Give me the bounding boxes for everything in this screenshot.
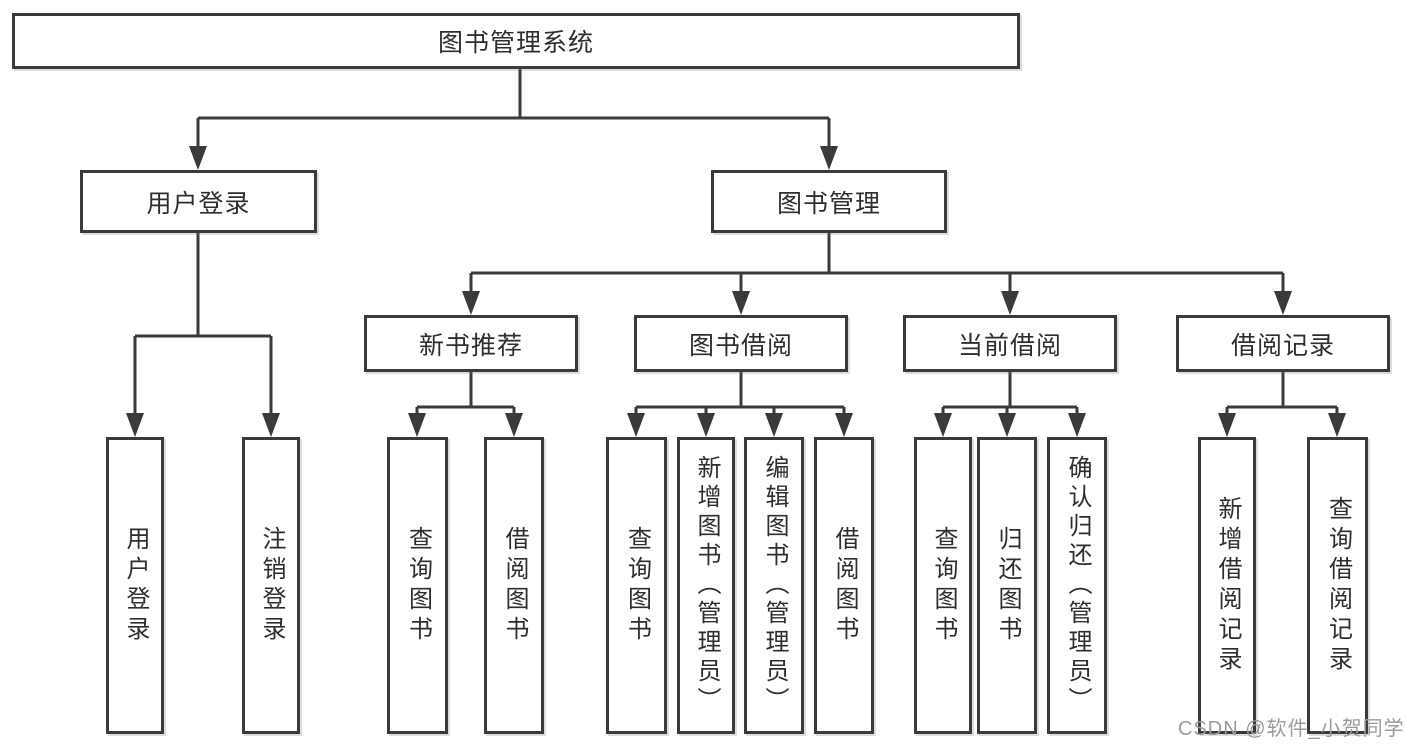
leaf-query-books-current: 查询图书 [914, 437, 972, 734]
node-label: 归还图书 [994, 525, 1021, 646]
node-label: 图书管理系统 [437, 29, 594, 57]
node-label: 编辑图书（管理员） [761, 455, 788, 716]
node-label: 借阅图书 [831, 525, 858, 646]
leaf-user-login: 用户登录 [106, 437, 164, 734]
node-label: 用户登录 [146, 189, 251, 218]
node-label: 新增图书（管理员） [693, 455, 720, 716]
leaf-borrow-books-recommend: 借阅图书 [484, 437, 544, 734]
node-label: 新增借阅记录 [1214, 495, 1241, 676]
leaf-query-books-recommend: 查询图书 [387, 437, 448, 734]
node-label: 查询借阅记录 [1324, 495, 1352, 676]
node-label: 查询图书 [623, 525, 651, 646]
node-label: 借阅记录 [1230, 331, 1335, 360]
leaf-return-books: 归还图书 [977, 437, 1037, 734]
node-label: 图书借阅 [688, 331, 793, 360]
leaf-edit-books-admin: 编辑图书（管理员） [744, 437, 804, 734]
leaf-logout-login: 注销登录 [242, 437, 300, 734]
node-label: 注销登录 [258, 525, 285, 646]
node-label: 图书管理 [776, 189, 881, 218]
node-book-borrowing: 图书借阅 [634, 315, 848, 372]
node-label: 确认归还（管理员） [1064, 455, 1091, 716]
leaf-query-books-borrowing: 查询图书 [606, 437, 667, 734]
node-current-borrowing: 当前借阅 [903, 315, 1117, 372]
node-label: 查询图书 [404, 525, 432, 646]
node-label: 借阅图书 [501, 525, 528, 646]
leaf-add-borrow-record: 新增借阅记录 [1198, 437, 1256, 734]
watermark-text: CSDN @软件_小贺同学 [1178, 718, 1405, 740]
node-root: 图书管理系统 [12, 13, 1020, 69]
leaf-confirm-return-admin: 确认归还（管理员） [1047, 437, 1107, 734]
leaf-query-borrow-record: 查询借阅记录 [1307, 437, 1368, 734]
node-label: 当前借阅 [957, 331, 1062, 360]
node-label: 查询图书 [930, 525, 957, 646]
node-user-login: 用户登录 [80, 170, 317, 233]
node-book-management: 图书管理 [711, 170, 947, 233]
node-label: 用户登录 [122, 525, 149, 646]
node-new-book-recommendation: 新书推荐 [364, 315, 578, 372]
leaf-borrow-books-borrowing: 借阅图书 [814, 437, 874, 734]
node-label: 新书推荐 [418, 331, 523, 360]
leaf-add-books-admin: 新增图书（管理员） [677, 437, 735, 734]
node-borrowing-records: 借阅记录 [1176, 315, 1390, 372]
